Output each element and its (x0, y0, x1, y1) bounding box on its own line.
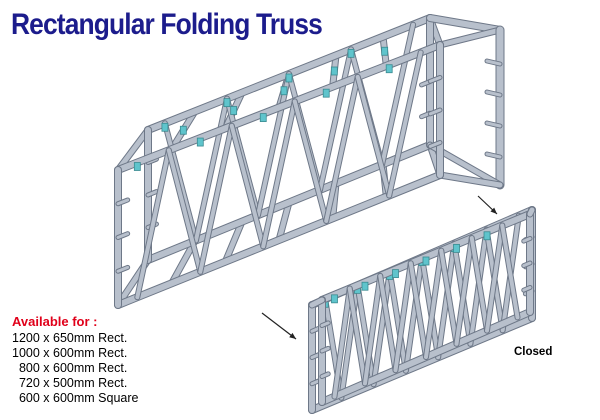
closed-truss-drawing (308, 206, 536, 414)
availability-heading: Available for : (12, 314, 98, 329)
size-item: 600 x 600mm Square (12, 391, 139, 405)
page-title: Rectangular Folding Truss (11, 8, 323, 41)
size-list: 1200 x 650mm Rect.1000 x 600mm Rect. 800… (12, 331, 138, 406)
closed-label: Closed (514, 346, 553, 358)
size-item: 800 x 600mm Rect. (12, 361, 128, 375)
fold-arrow-left (261, 312, 297, 340)
size-item: 720 x 500mm Rect. (12, 376, 128, 390)
size-item: 1200 x 650mm Rect. (12, 331, 128, 345)
open-truss-drawing (114, 14, 505, 309)
fold-arrow-right (477, 195, 498, 215)
size-item: 1000 x 600mm Rect. (12, 346, 128, 360)
fold-arrows (261, 195, 498, 340)
